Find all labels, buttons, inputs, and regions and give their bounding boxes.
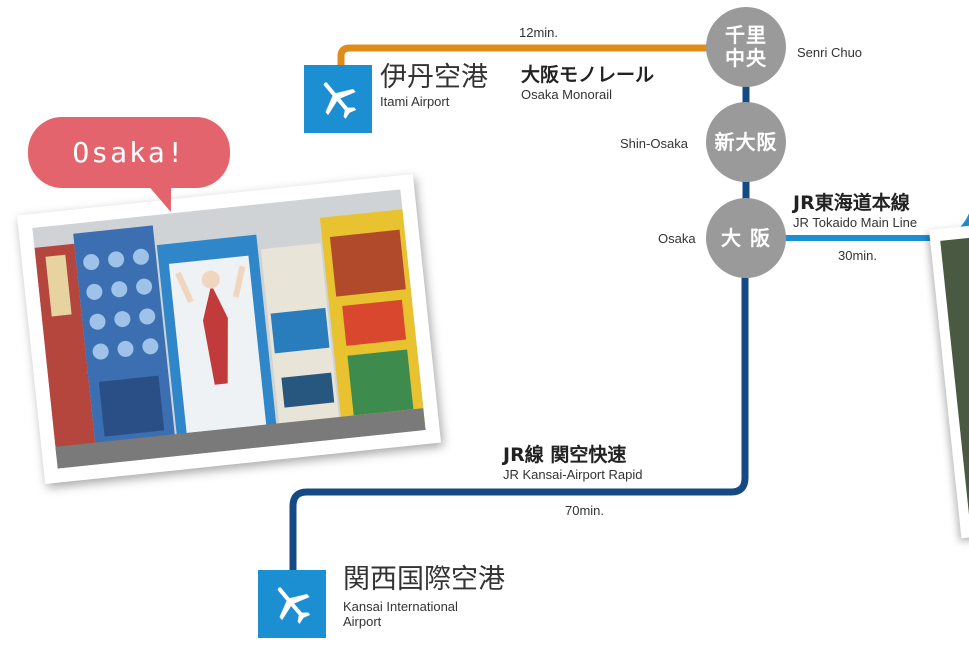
kansai-rapid-name-jp: JR線 関空快速 — [503, 444, 627, 466]
senri-chuo-jp-line2: 中央 — [725, 46, 767, 70]
itami-airport-label: 伊丹空港 Itami Airport — [380, 64, 488, 109]
station-shin-osaka: 新大阪 — [706, 102, 786, 182]
kansai-rapid-name-en: JR Kansai-Airport Rapid — [503, 467, 643, 482]
senri-chuo-en: Senri Chuo — [797, 45, 863, 60]
kansai-airport-label: 関西国際空港 Kansai International Airport — [343, 566, 505, 629]
dotonbori-photo — [16, 173, 442, 485]
tokaido-time: 30min. — [838, 248, 878, 263]
kansai-rapid-time: 70min. — [565, 503, 605, 518]
station-osaka: 大 阪 — [706, 198, 786, 278]
airplane-icon — [323, 82, 357, 119]
shin-osaka-en: Shin-Osaka — [620, 136, 688, 151]
itami-name-en: Itami Airport — [380, 94, 450, 109]
speech-bubble-text: Osaka! — [72, 136, 186, 169]
itami-name-jp: 伊丹空港 — [380, 62, 488, 93]
airplane-icon — [277, 587, 311, 624]
airplane-icon — [258, 570, 326, 638]
tokaido-line-label: JR東海道本線 JR Tokaido Main Line — [793, 188, 917, 230]
photo-illustration — [32, 189, 426, 469]
station-senri-chuo: 千里 中央 — [706, 7, 786, 87]
tokaido-name-jp: JR東海道本線 — [793, 192, 910, 214]
kansai-rapid-line-label: JR線 関空快速 JR Kansai-Airport Rapid — [503, 440, 642, 482]
kansai-name-en-line1: Kansai International — [343, 599, 458, 614]
monorail-name-en: Osaka Monorail — [521, 87, 613, 102]
airplane-icon — [304, 65, 372, 133]
monorail-line-label: 大阪モノレール Osaka Monorail — [521, 60, 654, 102]
kansai-name-en-line2: Airport — [343, 614, 382, 629]
monorail-name-jp: 大阪モノレール — [521, 64, 655, 86]
senri-chuo-jp-line1: 千里 — [725, 23, 767, 47]
speech-bubble: Osaka! — [28, 117, 230, 188]
monorail-line — [337, 44, 749, 68]
kansai-rapid-line — [289, 240, 749, 572]
osaka-jp: 大 阪 — [721, 225, 771, 250]
monorail-time: 12min. — [519, 25, 559, 40]
shin-osaka-jp: 新大阪 — [714, 129, 778, 154]
photo-image — [32, 189, 426, 469]
osaka-en: Osaka — [658, 231, 696, 246]
tokaido-name-en: JR Tokaido Main Line — [793, 215, 918, 230]
kansai-name-jp: 関西国際空港 — [343, 564, 505, 595]
